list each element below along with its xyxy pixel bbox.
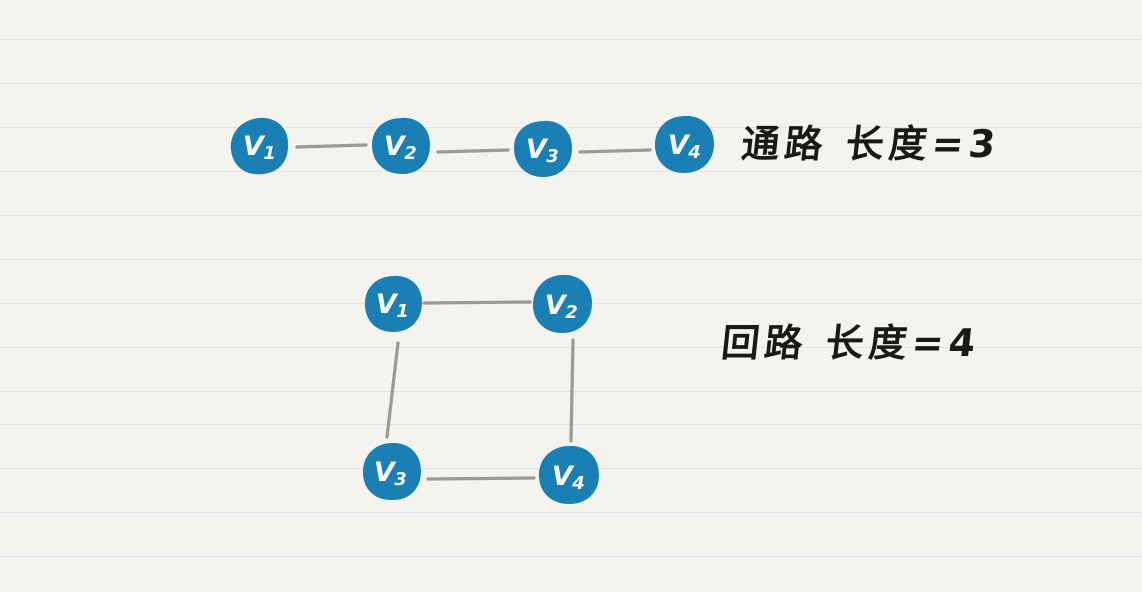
- cycle-node-c-v2[interactable]: V2: [532, 274, 592, 333]
- cycle-node-c-v4[interactable]: V4: [538, 445, 599, 505]
- edge-c-v2-c-v4: [569, 338, 575, 443]
- path-node-p-v1[interactable]: V1: [230, 117, 289, 175]
- node-label-p-v1: V1: [243, 131, 275, 165]
- node-blob-shape: [514, 120, 572, 177]
- node-blob-shape: [362, 442, 421, 501]
- node-label-c-v2: V2: [545, 290, 577, 324]
- node-label-c-v4: V4: [552, 461, 584, 495]
- annotation-cycle-length: 回路 长度=4: [719, 321, 983, 365]
- node-label-p-v2: V2: [384, 131, 416, 165]
- cycle-figure: V1 V2 V3 V4: [362, 274, 599, 505]
- edge-c-v1-c-v3: [385, 341, 400, 439]
- annotation-path-length: 通路 长度=3: [739, 122, 1003, 166]
- edge-c-v1-c-v2: [422, 300, 532, 305]
- path-figure: V1 V2 V3 V4: [230, 115, 714, 177]
- edge-c-v3-c-v4: [426, 476, 536, 481]
- node-label-p-v4: V4: [668, 130, 700, 164]
- edge-p-v3-p-v4: [578, 148, 652, 154]
- node-blob-shape: [364, 275, 422, 332]
- node-blob-shape: [654, 115, 714, 173]
- cycle-node-c-v1[interactable]: V1: [364, 275, 422, 332]
- node-label-p-v3: V3: [526, 134, 558, 168]
- node-blob-shape: [230, 117, 289, 175]
- node-blob-shape: [538, 445, 599, 505]
- path-node-p-v4[interactable]: V4: [654, 115, 714, 173]
- node-blob-shape: [372, 117, 430, 174]
- node-label-c-v1: V1: [376, 289, 408, 323]
- edge-p-v1-p-v2: [295, 143, 368, 149]
- edge-p-v2-p-v3: [436, 148, 510, 154]
- path-node-p-v3[interactable]: V3: [514, 120, 572, 177]
- node-blob-shape: [532, 274, 592, 333]
- path-node-p-v2[interactable]: V2: [372, 117, 430, 174]
- node-label-c-v3: V3: [374, 457, 406, 491]
- cycle-edges: [385, 300, 575, 481]
- path-edges: [295, 143, 652, 154]
- cycle-node-c-v3[interactable]: V3: [362, 442, 421, 501]
